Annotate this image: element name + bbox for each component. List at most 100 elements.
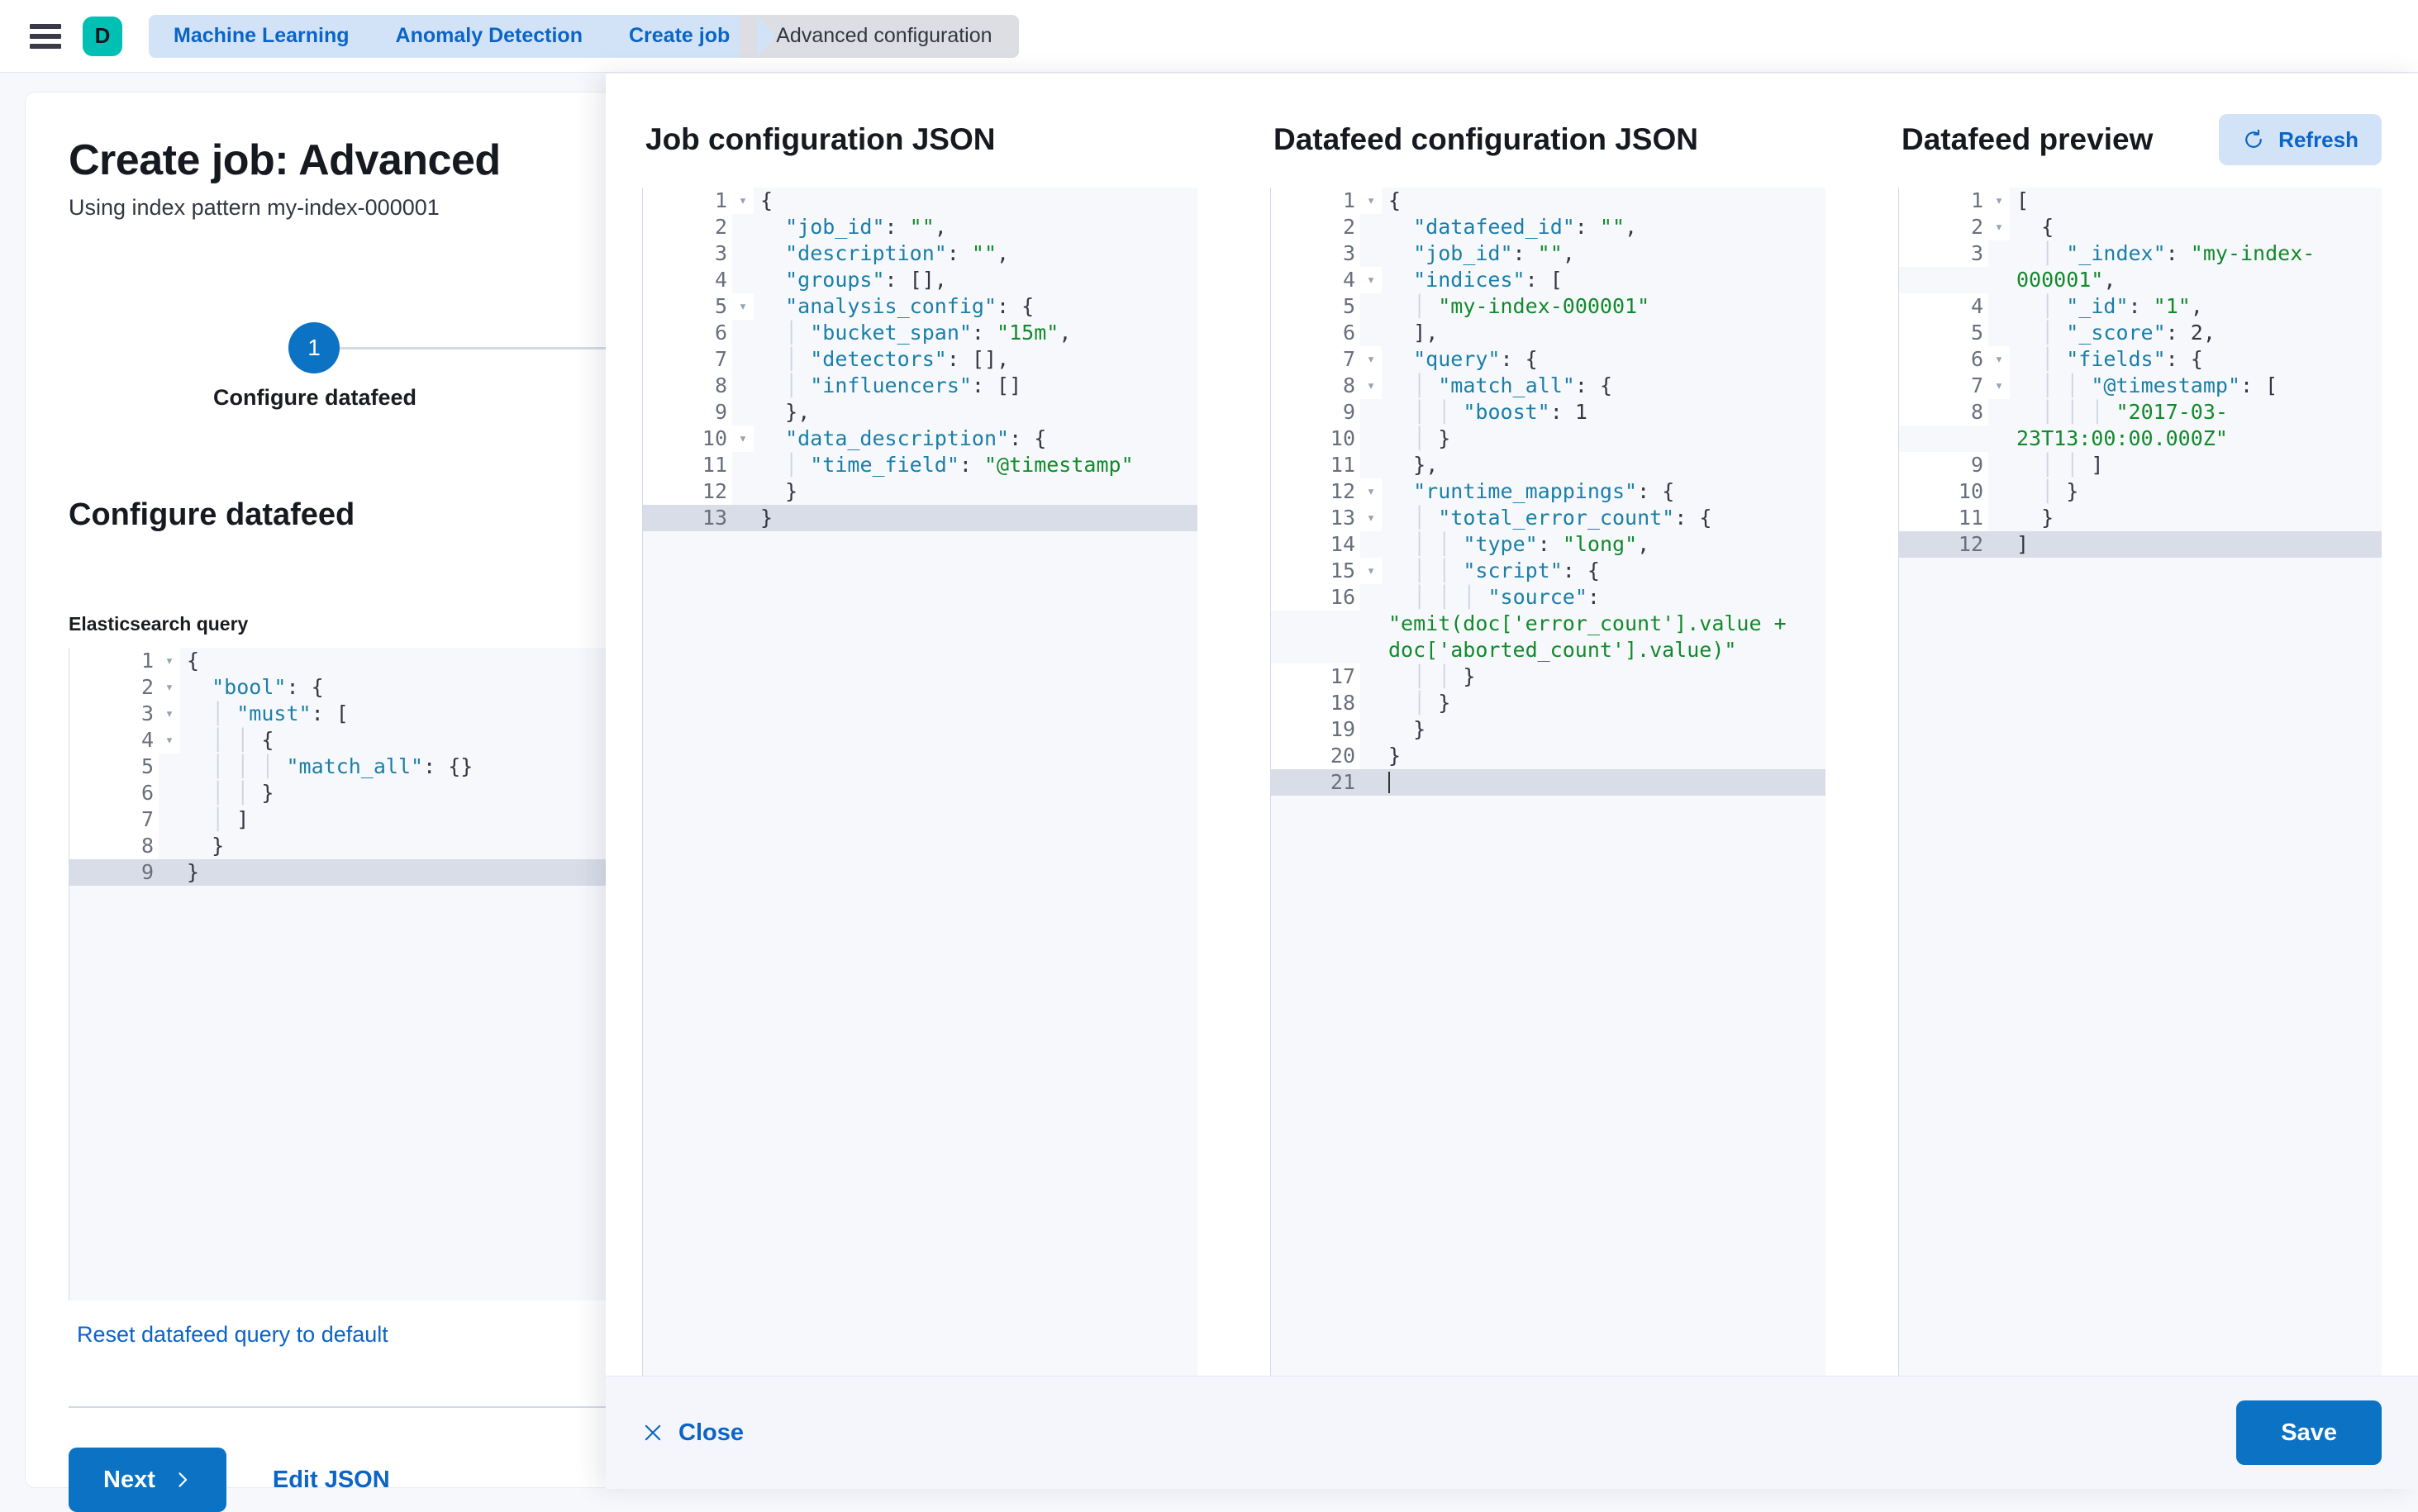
code-editor-1[interactable]: 1▾{2 "datafeed_id": "",3 "job_id": "",4▾…	[1270, 188, 1825, 1376]
hamburger-icon[interactable]	[30, 23, 61, 49]
code-editor-0[interactable]: 1▾{2 "job_id": "",3 "description": "",4 …	[642, 188, 1197, 1376]
code-line-text: │ │ "script": {	[1413, 559, 1600, 582]
code-line-text: ]	[2016, 532, 2030, 556]
line-number: 10	[1271, 426, 1360, 452]
line-number: 14	[1271, 531, 1360, 558]
fold-toggle-icon[interactable]: ▾	[1360, 558, 1382, 584]
line-number: 8	[1271, 373, 1360, 399]
code-line-text: }	[785, 479, 798, 503]
save-button[interactable]: Save	[2236, 1400, 2382, 1465]
breadcrumb-item-3[interactable]: Advanced configuration	[740, 14, 1019, 58]
code-line-text: ],	[1413, 321, 1439, 345]
fold-toggle-icon[interactable]: ▾	[1360, 478, 1382, 505]
next-button[interactable]: Next	[69, 1448, 226, 1512]
code-line: 10 │ }	[1271, 426, 1825, 452]
space-avatar[interactable]: D	[83, 16, 122, 56]
line-number: 6	[1899, 346, 1988, 373]
line-number: 13	[643, 505, 732, 531]
breadcrumb-item-1[interactable]: Anomaly Detection	[359, 14, 629, 58]
line-number: 2	[69, 674, 159, 701]
code-line: 9 │ │ "boost": 1	[1271, 399, 1825, 426]
code-line: 15▾ │ │ "script": {	[1271, 558, 1825, 584]
fold-toggle-icon[interactable]: ▾	[732, 426, 754, 452]
code-line: 18 │ }	[1271, 690, 1825, 716]
line-number: 19	[1271, 716, 1360, 743]
close-button[interactable]: Close	[642, 1419, 744, 1447]
column-header: Job configuration JSON	[606, 110, 1234, 169]
code-lines: 1▾{2 "datafeed_id": "",3 "job_id": "",4▾…	[1271, 188, 1825, 796]
section-title: Configure datafeed	[69, 497, 355, 532]
code-line: 13}	[643, 505, 1197, 531]
refresh-button[interactable]: Refresh	[2219, 114, 2382, 165]
code-line-text: │ │ }	[1413, 664, 1476, 688]
line-number: 1	[69, 648, 159, 674]
code-line: 14 │ │ "type": "long",	[1271, 531, 1825, 558]
line-number: 10	[643, 426, 732, 452]
code-line-text: │ │ {	[212, 728, 274, 752]
code-line: 17 │ │ }	[1271, 663, 1825, 690]
line-number: 6	[1271, 320, 1360, 346]
code-line-text: }	[187, 860, 200, 884]
line-number: 13	[1271, 505, 1360, 531]
code-line-text: │ "detectors": [],	[785, 347, 1010, 371]
fold-toggle-icon[interactable]: ▾	[732, 293, 754, 320]
fold-toggle-icon[interactable]: ▾	[159, 727, 180, 754]
code-line-text: "query": {	[1413, 347, 1538, 371]
editor-column-2: Datafeed preview Refresh 1▾[2▾ {3 │ "_inde…	[1862, 110, 2418, 1376]
fold-toggle-icon[interactable]: ▾	[1360, 346, 1382, 373]
code-line-text: "bool": {	[212, 675, 324, 699]
fold-toggle-icon[interactable]: ▾	[1360, 505, 1382, 531]
breadcrumb-item-0[interactable]: Machine Learning	[149, 14, 395, 58]
edit-json-button[interactable]: Edit JSON	[272, 1466, 390, 1493]
line-number: 18	[1271, 690, 1360, 716]
code-line: 3▾ │ "must": [	[69, 701, 1564, 727]
line-number: 11	[643, 452, 732, 478]
code-line-text: │ "_id": "1",	[2041, 294, 2203, 318]
code-line: 16 │ │ │ "source": "emit(doc['error_coun…	[1271, 584, 1825, 663]
column-title: Datafeed configuration JSON	[1273, 122, 1698, 156]
code-line-text: {	[2041, 215, 2054, 239]
code-line-text: "indices": [	[1413, 268, 1563, 292]
fold-toggle-icon[interactable]: ▾	[1360, 267, 1382, 293]
code-line: 4 "groups": [],	[643, 267, 1197, 293]
fold-toggle-icon[interactable]: ▾	[159, 648, 180, 674]
hamburger-bar	[30, 43, 61, 49]
editor-column-0: Job configuration JSON 1▾{2 "job_id": "",…	[606, 110, 1234, 1376]
reset-datafeed-query-link[interactable]: Reset datafeed query to default	[77, 1322, 388, 1347]
fold-toggle-icon[interactable]: ▾	[1988, 346, 2010, 373]
line-number: 21	[1271, 769, 1360, 796]
code-line-text: │ │ "type": "long",	[1413, 532, 1650, 556]
fold-toggle-icon[interactable]: ▾	[1988, 214, 2010, 240]
code-line: 5▾ "analysis_config": {	[643, 293, 1197, 320]
code-line: 10▾ "data_description": {	[643, 426, 1197, 452]
code-line-text: },	[1413, 453, 1439, 477]
wizard-actions: Next Edit JSON	[69, 1448, 390, 1512]
step-1-indicator[interactable]: 1	[288, 322, 340, 373]
fold-toggle-icon[interactable]: ▾	[159, 701, 180, 727]
line-number: 12	[1899, 531, 1988, 558]
code-line: 8 }	[69, 833, 1564, 859]
code-line-text: }	[760, 506, 773, 530]
code-line: 11 },	[1271, 452, 1825, 478]
line-number: 5	[1899, 320, 1988, 346]
line-number: 7	[643, 346, 732, 373]
fold-toggle-icon[interactable]: ▾	[1360, 373, 1382, 399]
code-line-text: │ "time_field": "@timestamp"	[785, 453, 1134, 477]
refresh-icon	[2245, 129, 2263, 148]
fold-toggle-icon[interactable]: ▾	[1360, 188, 1382, 214]
fold-toggle-icon[interactable]: ▾	[1988, 373, 2010, 399]
fold-toggle-icon[interactable]: ▾	[732, 188, 754, 214]
code-line-text: │ │ "@timestamp": [	[2041, 373, 2278, 397]
line-number: 6	[69, 780, 159, 806]
fold-toggle-icon[interactable]: ▾	[159, 674, 180, 701]
code-editor-2[interactable]: 1▾[2▾ {3 │ "_index": "my-index-000001",4…	[1898, 188, 2382, 1376]
column-title: Datafeed preview	[1902, 122, 2154, 156]
code-line-text: │ "influencers": []	[785, 373, 1022, 397]
code-line-text: "analysis_config": {	[785, 294, 1035, 318]
fold-toggle-icon[interactable]: ▾	[1988, 188, 2010, 214]
line-number: 2	[1899, 214, 1988, 240]
refresh-button-label: Refresh	[2278, 126, 2359, 152]
code-line-text: }	[2041, 506, 2054, 530]
code-lines: 1▾{2 "job_id": "",3 "description": "",4 …	[643, 188, 1197, 531]
code-line: 9 },	[643, 399, 1197, 426]
